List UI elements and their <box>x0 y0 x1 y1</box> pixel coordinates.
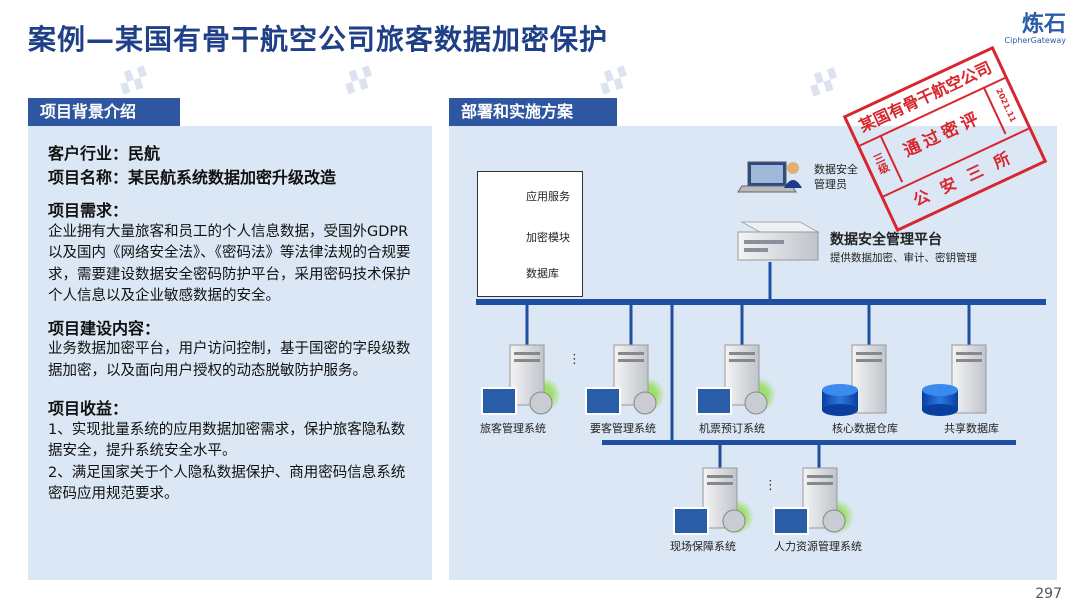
requirement-text: 企业拥有大量旅客和员工的个人信息数据，受国外GDPR以及国内《网络安全法》、《密… <box>48 223 411 305</box>
build-title: 项目建设内容： <box>48 318 161 338</box>
admin-workstation-icon <box>737 161 802 193</box>
system-label: 旅客管理系统 <box>480 422 546 435</box>
admin-label: 数据安全 管理员 <box>814 163 858 191</box>
database-server-icon <box>922 344 987 416</box>
background-content: 客户行业：民航 项目名称：某民航系统数据加密升级改造 项目需求： 企业拥有大量旅… <box>48 142 418 506</box>
legend-box: 应用服务 加密模块 数据库 <box>477 171 583 297</box>
system-label: 核心数据仓库 <box>832 422 898 435</box>
legend-app-label: 应用服务 <box>526 190 570 203</box>
background-panel <box>28 126 432 580</box>
system-label: 共享数据库 <box>944 422 999 435</box>
page-number: 297 <box>1035 586 1062 602</box>
legend-crypto-label: 加密模块 <box>526 231 570 244</box>
industry-line: 客户行业：民航 <box>48 144 161 163</box>
system-label: 现场保障系统 <box>670 540 736 553</box>
project-name-line: 项目名称：某民航系统数据加密升级改造 <box>48 168 337 187</box>
page-title: 案例—某国有骨干航空公司旅客数据加密保护 <box>28 23 609 56</box>
lower-network-bus <box>602 440 1016 445</box>
system-label: 要客管理系统 <box>590 422 656 435</box>
platform-title: 数据安全管理平台 <box>830 232 942 248</box>
server-icon <box>481 344 561 415</box>
benefit-title: 项目收益： <box>48 399 129 418</box>
build-text: 业务数据加密平台，用户访问控制，基于国密的字段级数据加密，以及面向用户授权的动态… <box>48 341 411 379</box>
security-platform-appliance-icon <box>737 221 820 261</box>
ellipsis-marker: ⋮ <box>568 352 581 367</box>
legend-db-label: 数据库 <box>526 267 559 280</box>
background-header: 项目背景介绍 <box>28 98 180 126</box>
system-label: 人力资源管理系统 <box>774 540 862 553</box>
server-icon <box>673 467 754 535</box>
logo-en: CipherGateway <box>1004 36 1066 45</box>
main-network-bus <box>476 299 1046 305</box>
server-icon <box>696 344 776 415</box>
benefit-1: 1、实现批量系统的应用数据加密需求，保护旅客隐私数据安全，提升系统安全水平。 <box>48 421 406 460</box>
system-label: 机票预订系统 <box>699 422 765 435</box>
requirement-title: 项目需求： <box>48 201 129 220</box>
ellipsis-marker: ⋮ <box>764 478 777 493</box>
benefit-2: 2、满足国家关于个人隐私数据保护、商用密码信息系统密码应用规范要求。 <box>48 464 406 503</box>
logo-cn: 炼石 <box>1021 12 1066 37</box>
brand-logo: 炼石 CipherGateway <box>1004 6 1066 45</box>
platform-subtitle: 提供数据加密、审计、密钥管理 <box>830 252 977 264</box>
deployment-header: 部署和实施方案 <box>449 98 617 126</box>
database-server-icon <box>822 344 887 416</box>
server-icon <box>585 344 665 415</box>
server-icon <box>773 467 854 535</box>
